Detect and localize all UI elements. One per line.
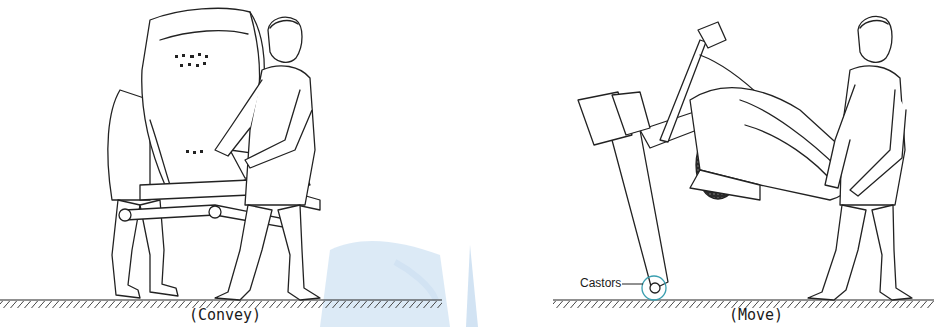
- castor-callout: [622, 276, 666, 300]
- move-illustration: [578, 16, 912, 300]
- part-label: Castors: [580, 276, 621, 290]
- figure-caption: (Move): [729, 306, 783, 324]
- convey-illustration: [108, 8, 320, 300]
- watermark: [320, 241, 478, 327]
- figure-caption: (Convey): [189, 306, 261, 324]
- floor: [0, 300, 934, 308]
